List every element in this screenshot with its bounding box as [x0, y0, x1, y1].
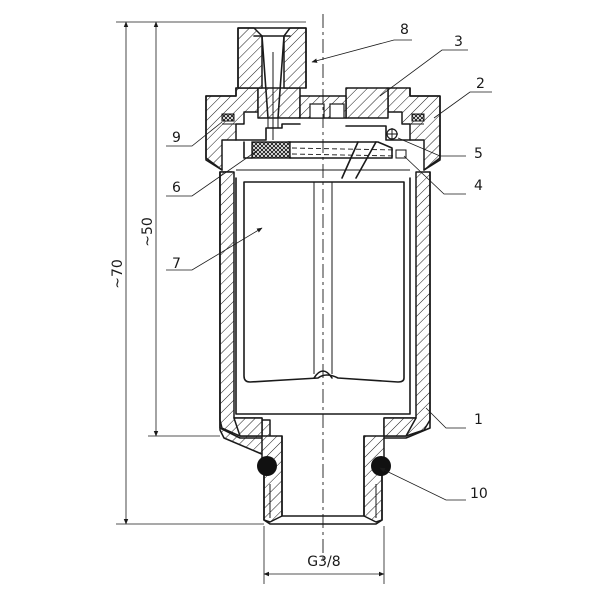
valve-body	[219, 171, 431, 456]
vent-nipple	[237, 27, 307, 140]
callout-9: 9	[172, 130, 181, 146]
callout-5: 5	[474, 146, 483, 162]
callout-4: 4	[474, 178, 483, 194]
callout-2: 2	[476, 76, 485, 92]
dimension-lines	[116, 21, 385, 584]
callout-6: 6	[172, 180, 181, 196]
callout-3: 3	[454, 34, 463, 50]
valve-mechanism	[243, 128, 407, 179]
dimension-overall-height: ~70	[110, 259, 126, 289]
callout-1: 1	[474, 412, 483, 428]
callout-10: 10	[470, 486, 488, 502]
dimension-thread: G3/8	[307, 554, 340, 570]
valve-cap	[205, 87, 441, 171]
float	[243, 181, 405, 383]
callout-7: 7	[172, 256, 181, 272]
callout-leaders	[166, 39, 492, 501]
dimension-body-height: ~50	[140, 217, 156, 247]
callout-8: 8	[400, 22, 409, 38]
